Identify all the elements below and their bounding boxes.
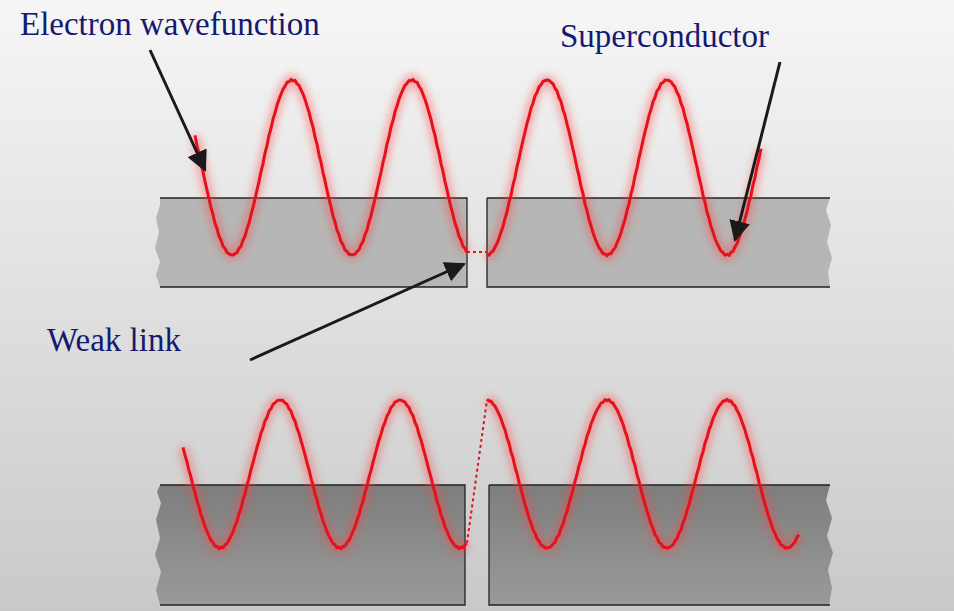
leader-arrows xyxy=(150,50,780,360)
wavefunction xyxy=(183,79,799,548)
leader-arrow xyxy=(735,62,780,240)
superconductor-bar xyxy=(487,198,832,287)
wave-glow xyxy=(183,400,467,549)
callout-label: Electron wavefunction xyxy=(20,6,320,42)
callout-label: Weak link xyxy=(47,322,181,358)
wave-line xyxy=(183,400,467,549)
superconductor-bar xyxy=(155,198,467,287)
callout-label: Superconductor xyxy=(560,18,769,54)
weak-link-coupling xyxy=(467,251,487,253)
wave-line xyxy=(487,399,799,548)
wave-line xyxy=(195,79,467,255)
wave-glow xyxy=(487,80,761,256)
leader-arrow xyxy=(150,50,205,170)
weak-link-coupling xyxy=(467,400,487,543)
wave-glow xyxy=(487,399,799,548)
wave-line xyxy=(487,80,761,256)
wave-glow xyxy=(195,79,467,255)
bar-outline xyxy=(160,485,830,605)
leader-arrow xyxy=(250,264,464,360)
